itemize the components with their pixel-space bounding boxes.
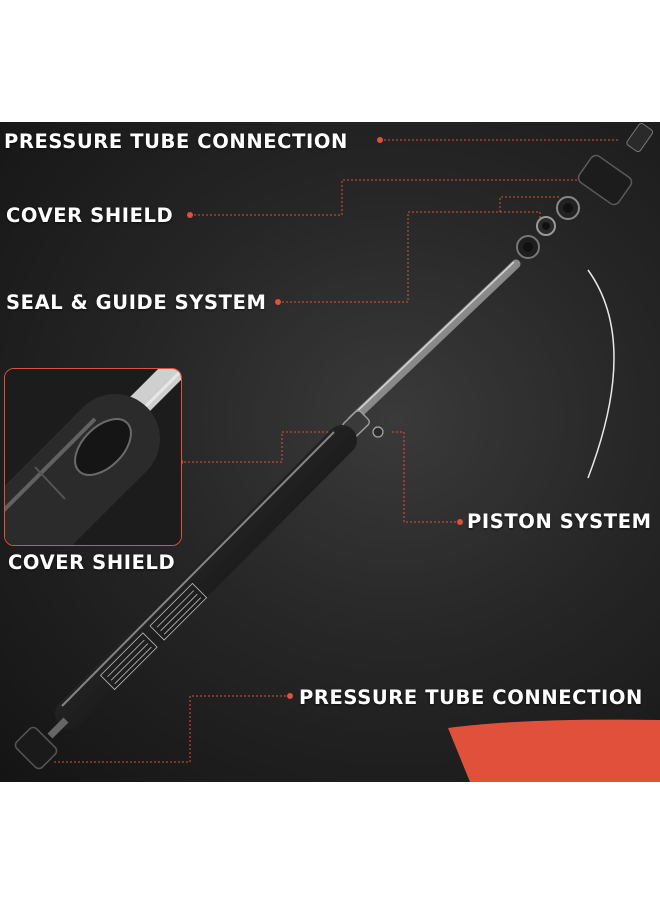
seal-rings bbox=[516, 196, 580, 259]
cover-shield-cap bbox=[577, 154, 633, 206]
label-cover-shield-top: COVER SHIELD bbox=[6, 204, 174, 227]
piston-rod bbox=[347, 259, 521, 425]
label-seal-guide: SEAL & GUIDE SYSTEM bbox=[6, 291, 267, 314]
pressure-tube bbox=[55, 425, 357, 729]
leader-cover-top bbox=[190, 179, 578, 216]
label-pressure-tube-top: PRESSURE TUBE CONNECTION bbox=[4, 130, 348, 153]
leader-inset bbox=[180, 431, 330, 463]
bracket-arc-decoration bbox=[587, 269, 615, 479]
product-feature-panel: PRESSURE TUBE CONNECTION COVER SHIELD SE… bbox=[0, 122, 660, 782]
label-cover-shield-inset: COVER SHIELD bbox=[8, 551, 176, 574]
leader-piston bbox=[392, 431, 460, 523]
label-piston-system: PISTON SYSTEM bbox=[467, 510, 652, 533]
leader-seal bbox=[278, 196, 560, 303]
leader-seal-2 bbox=[500, 211, 541, 222]
end-fitting-top bbox=[626, 122, 654, 153]
cover-shield-closeup-image bbox=[5, 369, 181, 545]
label-pressure-tube-bottom: PRESSURE TUBE CONNECTION bbox=[299, 686, 643, 709]
cover-shield-closeup bbox=[4, 368, 182, 546]
leader-pressure-bottom bbox=[52, 695, 290, 763]
end-fitting-bottom bbox=[14, 717, 69, 770]
gas-strut-illustration bbox=[14, 122, 660, 782]
accent-shape bbox=[448, 719, 660, 782]
